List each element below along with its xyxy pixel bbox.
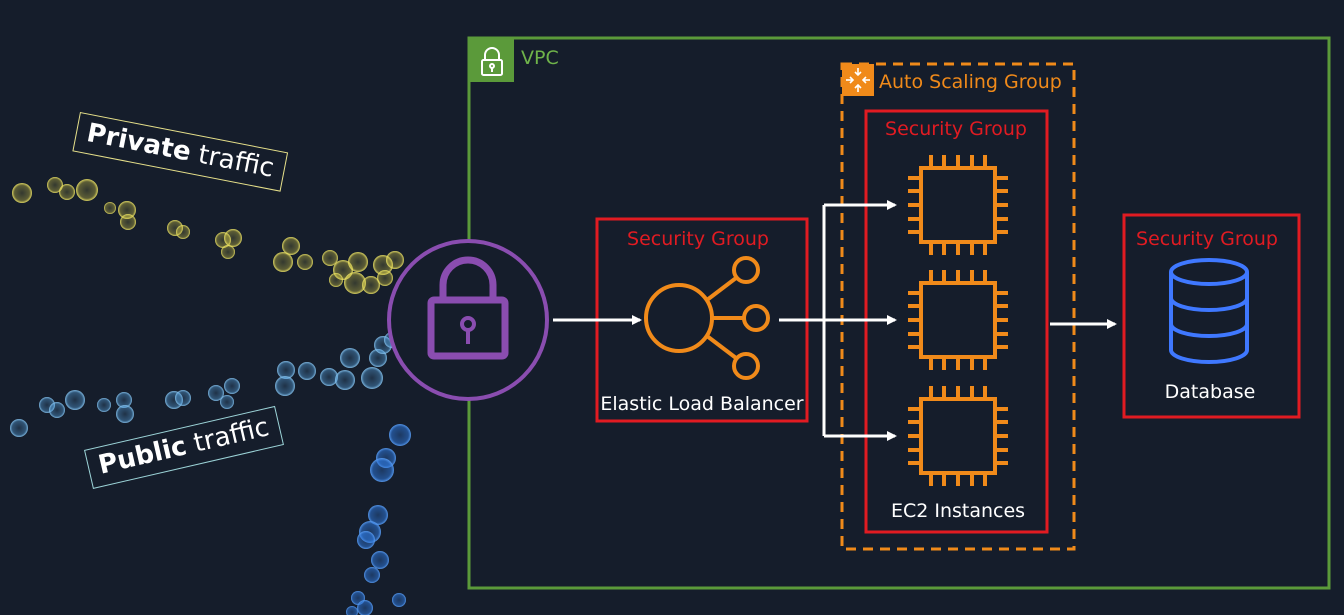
arrows-elb-to-ec2	[779, 200, 897, 441]
elb-label: Elastic Load Balancer	[600, 393, 803, 415]
public-traffic-particle	[357, 600, 373, 615]
public-traffic-particle	[370, 458, 394, 482]
public-traffic-particle	[364, 567, 380, 583]
private-traffic-particle	[176, 225, 190, 239]
public-traffic-particle	[65, 390, 85, 410]
public-traffic-particle	[320, 368, 338, 386]
private-traffic-particle	[322, 250, 338, 266]
ec2-chip-icon	[908, 270, 1008, 370]
private-traffic-particle	[377, 270, 393, 286]
database-icon	[1169, 258, 1249, 364]
private-traffic-particle	[221, 245, 235, 259]
public-traffic-particle	[361, 367, 383, 389]
private-traffic-particle	[273, 252, 293, 272]
private-traffic-particle	[224, 229, 242, 247]
public-traffic-particle	[97, 398, 111, 412]
public-traffic-particle	[389, 424, 411, 446]
private-traffic-particle	[120, 214, 136, 230]
private-traffic-particle	[12, 183, 32, 203]
ec2-instances	[908, 155, 1008, 486]
public-traffic-particle	[175, 390, 191, 406]
lock-icon	[481, 47, 503, 76]
private-traffic-particle	[104, 202, 116, 214]
ec2-chip-icon	[908, 386, 1008, 486]
public-traffic-particle	[298, 362, 316, 380]
public-traffic-particle	[346, 606, 358, 615]
private-traffic-particle	[59, 184, 75, 200]
private-traffic-particle	[386, 251, 404, 269]
private-traffic-particles	[12, 177, 404, 294]
private-traffic-particle	[297, 254, 313, 270]
security-group-database: Security Group	[1122, 213, 1301, 419]
ec2-label: EC2 Instances	[891, 500, 1025, 522]
public-traffic-particle	[275, 376, 295, 396]
public-traffic-particle	[371, 551, 389, 569]
ec2-chip-icon	[908, 155, 1008, 255]
security-group-label: Security Group	[1136, 228, 1278, 250]
public-traffic-particle	[116, 392, 132, 408]
private-traffic-particle	[118, 201, 136, 219]
public-traffic-particle	[368, 505, 388, 525]
padlock-gateway-icon	[387, 239, 549, 401]
private-traffic-particle	[329, 273, 343, 287]
private-traffic-particle	[348, 252, 368, 272]
auto-scaling-group: Auto Scaling Group	[840, 62, 1076, 551]
auto-scaling-icon	[846, 68, 870, 92]
security-group-label: Security Group	[627, 228, 769, 250]
public-traffic-particle	[208, 385, 224, 401]
public-traffic-particle	[220, 395, 234, 409]
database-label: Database	[1165, 381, 1256, 403]
public-traffic-particle	[224, 378, 240, 394]
security-group-label: Security Group	[885, 118, 1027, 140]
vpc-label: VPC	[521, 47, 559, 69]
private-traffic-particle	[344, 272, 366, 294]
public-traffic-particle	[392, 593, 406, 607]
private-traffic-particle	[47, 177, 63, 193]
private-traffic-particle	[76, 179, 98, 201]
public-traffic-particles	[10, 332, 411, 615]
private-traffic-particle	[282, 237, 300, 255]
public-traffic-particle	[277, 361, 295, 379]
public-traffic-particle	[49, 402, 65, 418]
public-traffic-particle	[10, 419, 28, 437]
public-traffic-particle	[335, 370, 355, 390]
public-traffic-particle	[340, 348, 360, 368]
load-balancer-icon	[644, 256, 770, 380]
public-traffic-particle	[116, 405, 134, 423]
auto-scaling-group-label: Auto Scaling Group	[879, 71, 1062, 93]
public-traffic-particle	[357, 531, 375, 549]
private-traffic-particle	[362, 276, 380, 294]
